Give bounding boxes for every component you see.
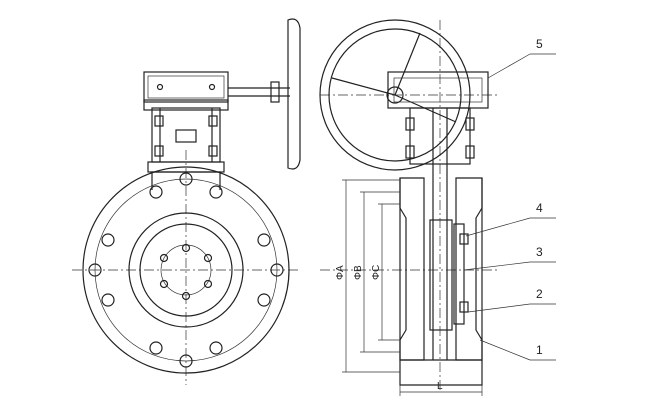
gearbox-side-cover [393, 77, 483, 103]
bolt-hole [209, 341, 223, 355]
bracket-nut [208, 115, 218, 127]
bracket-nut [208, 145, 218, 157]
bolt-circle [94, 178, 278, 362]
retaining-bolt [459, 233, 469, 245]
bore-inner-circle [139, 223, 233, 317]
part-label-3: 3 [536, 245, 543, 259]
gearbox-cover [147, 75, 225, 99]
bracket-side-nut [465, 117, 475, 131]
leader-line-2 [467, 303, 531, 313]
handwheel-hub [270, 81, 280, 103]
gearbox-base [143, 99, 229, 111]
dim-label-a: ΦA [335, 265, 346, 280]
handwheel-rim [287, 18, 301, 170]
dim-label-c: ΦC [371, 265, 382, 280]
dim-label-l: L [437, 381, 443, 392]
bolt-hole [149, 341, 163, 355]
gearbox-screw [208, 83, 216, 91]
part-label-5: 5 [536, 37, 543, 51]
seal-ring [453, 223, 465, 325]
coupling-block [175, 129, 197, 143]
dimensions: ΦA ΦB ΦC L [335, 179, 483, 396]
bolt-hole [179, 172, 193, 186]
body-wall-left [399, 177, 425, 361]
dim-label-b: ΦB [353, 265, 364, 280]
side-view: ΦA ΦB ΦC L 5 4 3 2 1 [319, 19, 556, 396]
disc-bolt [203, 279, 213, 289]
body-wall-right [455, 177, 483, 361]
valve-disc [429, 219, 453, 331]
bracket-side-nut [405, 145, 415, 159]
part-label-4: 4 [536, 201, 543, 215]
disc-bolt [203, 253, 213, 263]
flange-outer-circle [82, 166, 290, 374]
bolt-hole [88, 263, 102, 277]
gearbox-screw [156, 83, 164, 91]
gearbox-housing [143, 71, 229, 103]
gearbox-side [387, 71, 489, 109]
handwheel-outer [319, 19, 471, 171]
bolt-hole [257, 293, 271, 307]
disc-bolt [159, 253, 169, 263]
front-view [72, 18, 301, 385]
leader-line-4 [465, 217, 531, 237]
handwheel-inner [328, 28, 462, 162]
flange-bolt-holes [88, 172, 284, 368]
bolt-hole [179, 354, 193, 368]
disc-bolts [159, 243, 213, 301]
bolt-hole [209, 185, 223, 199]
bolt-hole [149, 185, 163, 199]
disc-bolt [159, 279, 169, 289]
bore-outer-circle [128, 212, 244, 328]
leader-line-3 [463, 261, 531, 271]
retaining-bolt [459, 301, 469, 313]
bolt-hole [270, 263, 284, 277]
bolt-hole [257, 233, 271, 247]
bracket-side-nut [405, 117, 415, 131]
leader-line-1 [479, 339, 531, 361]
bracket-frame [151, 107, 221, 163]
body-outline [399, 178, 483, 386]
part-label-1: 1 [536, 343, 543, 357]
leader-line-5 [487, 53, 531, 79]
bracket-nut [154, 145, 164, 157]
bolt-hole [101, 233, 115, 247]
bolt-hole [101, 293, 115, 307]
part-callouts: 5 4 3 2 1 [463, 37, 556, 361]
disc-bolt [181, 291, 191, 301]
handwheel-center [386, 86, 404, 104]
disc-bolt [181, 243, 191, 253]
bracket-nut [154, 115, 164, 127]
bracket-side-nut [465, 145, 475, 159]
bracket-side [409, 107, 471, 165]
part-label-2: 2 [536, 287, 543, 301]
